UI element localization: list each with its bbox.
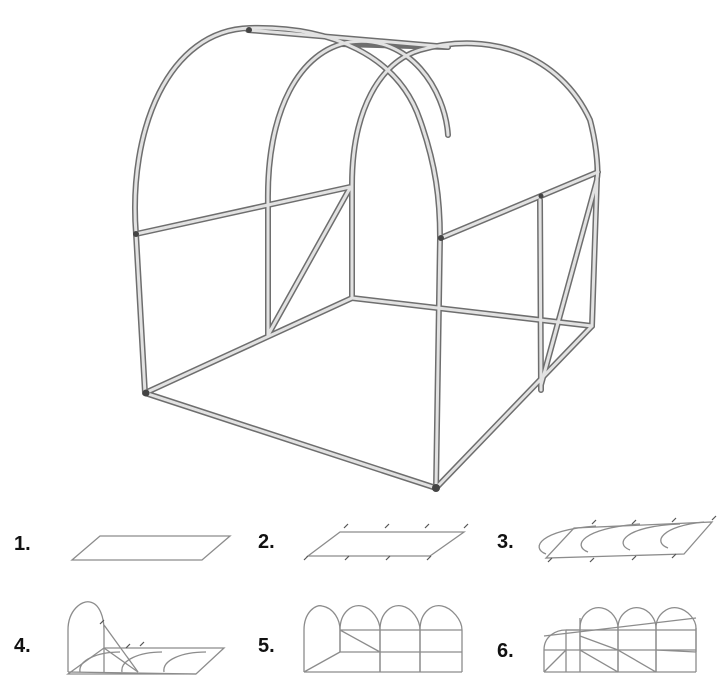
step-3-label: 3. (497, 531, 514, 553)
connector-right-mid (438, 235, 444, 241)
connector-right-mid-post (538, 193, 544, 199)
connector-front-right-base (432, 484, 440, 492)
greenhouse-frame-illustration (132, 24, 601, 492)
step-5-label: 5. (258, 635, 275, 657)
step-4-label: 4. (14, 635, 31, 657)
step-1-label: 1. (14, 533, 31, 555)
connector-top (246, 27, 252, 33)
connector-left-mid (133, 231, 139, 237)
connector-front-left-base (142, 389, 150, 397)
step-6-label: 6. (497, 640, 514, 662)
step-2-label: 2. (258, 531, 275, 553)
